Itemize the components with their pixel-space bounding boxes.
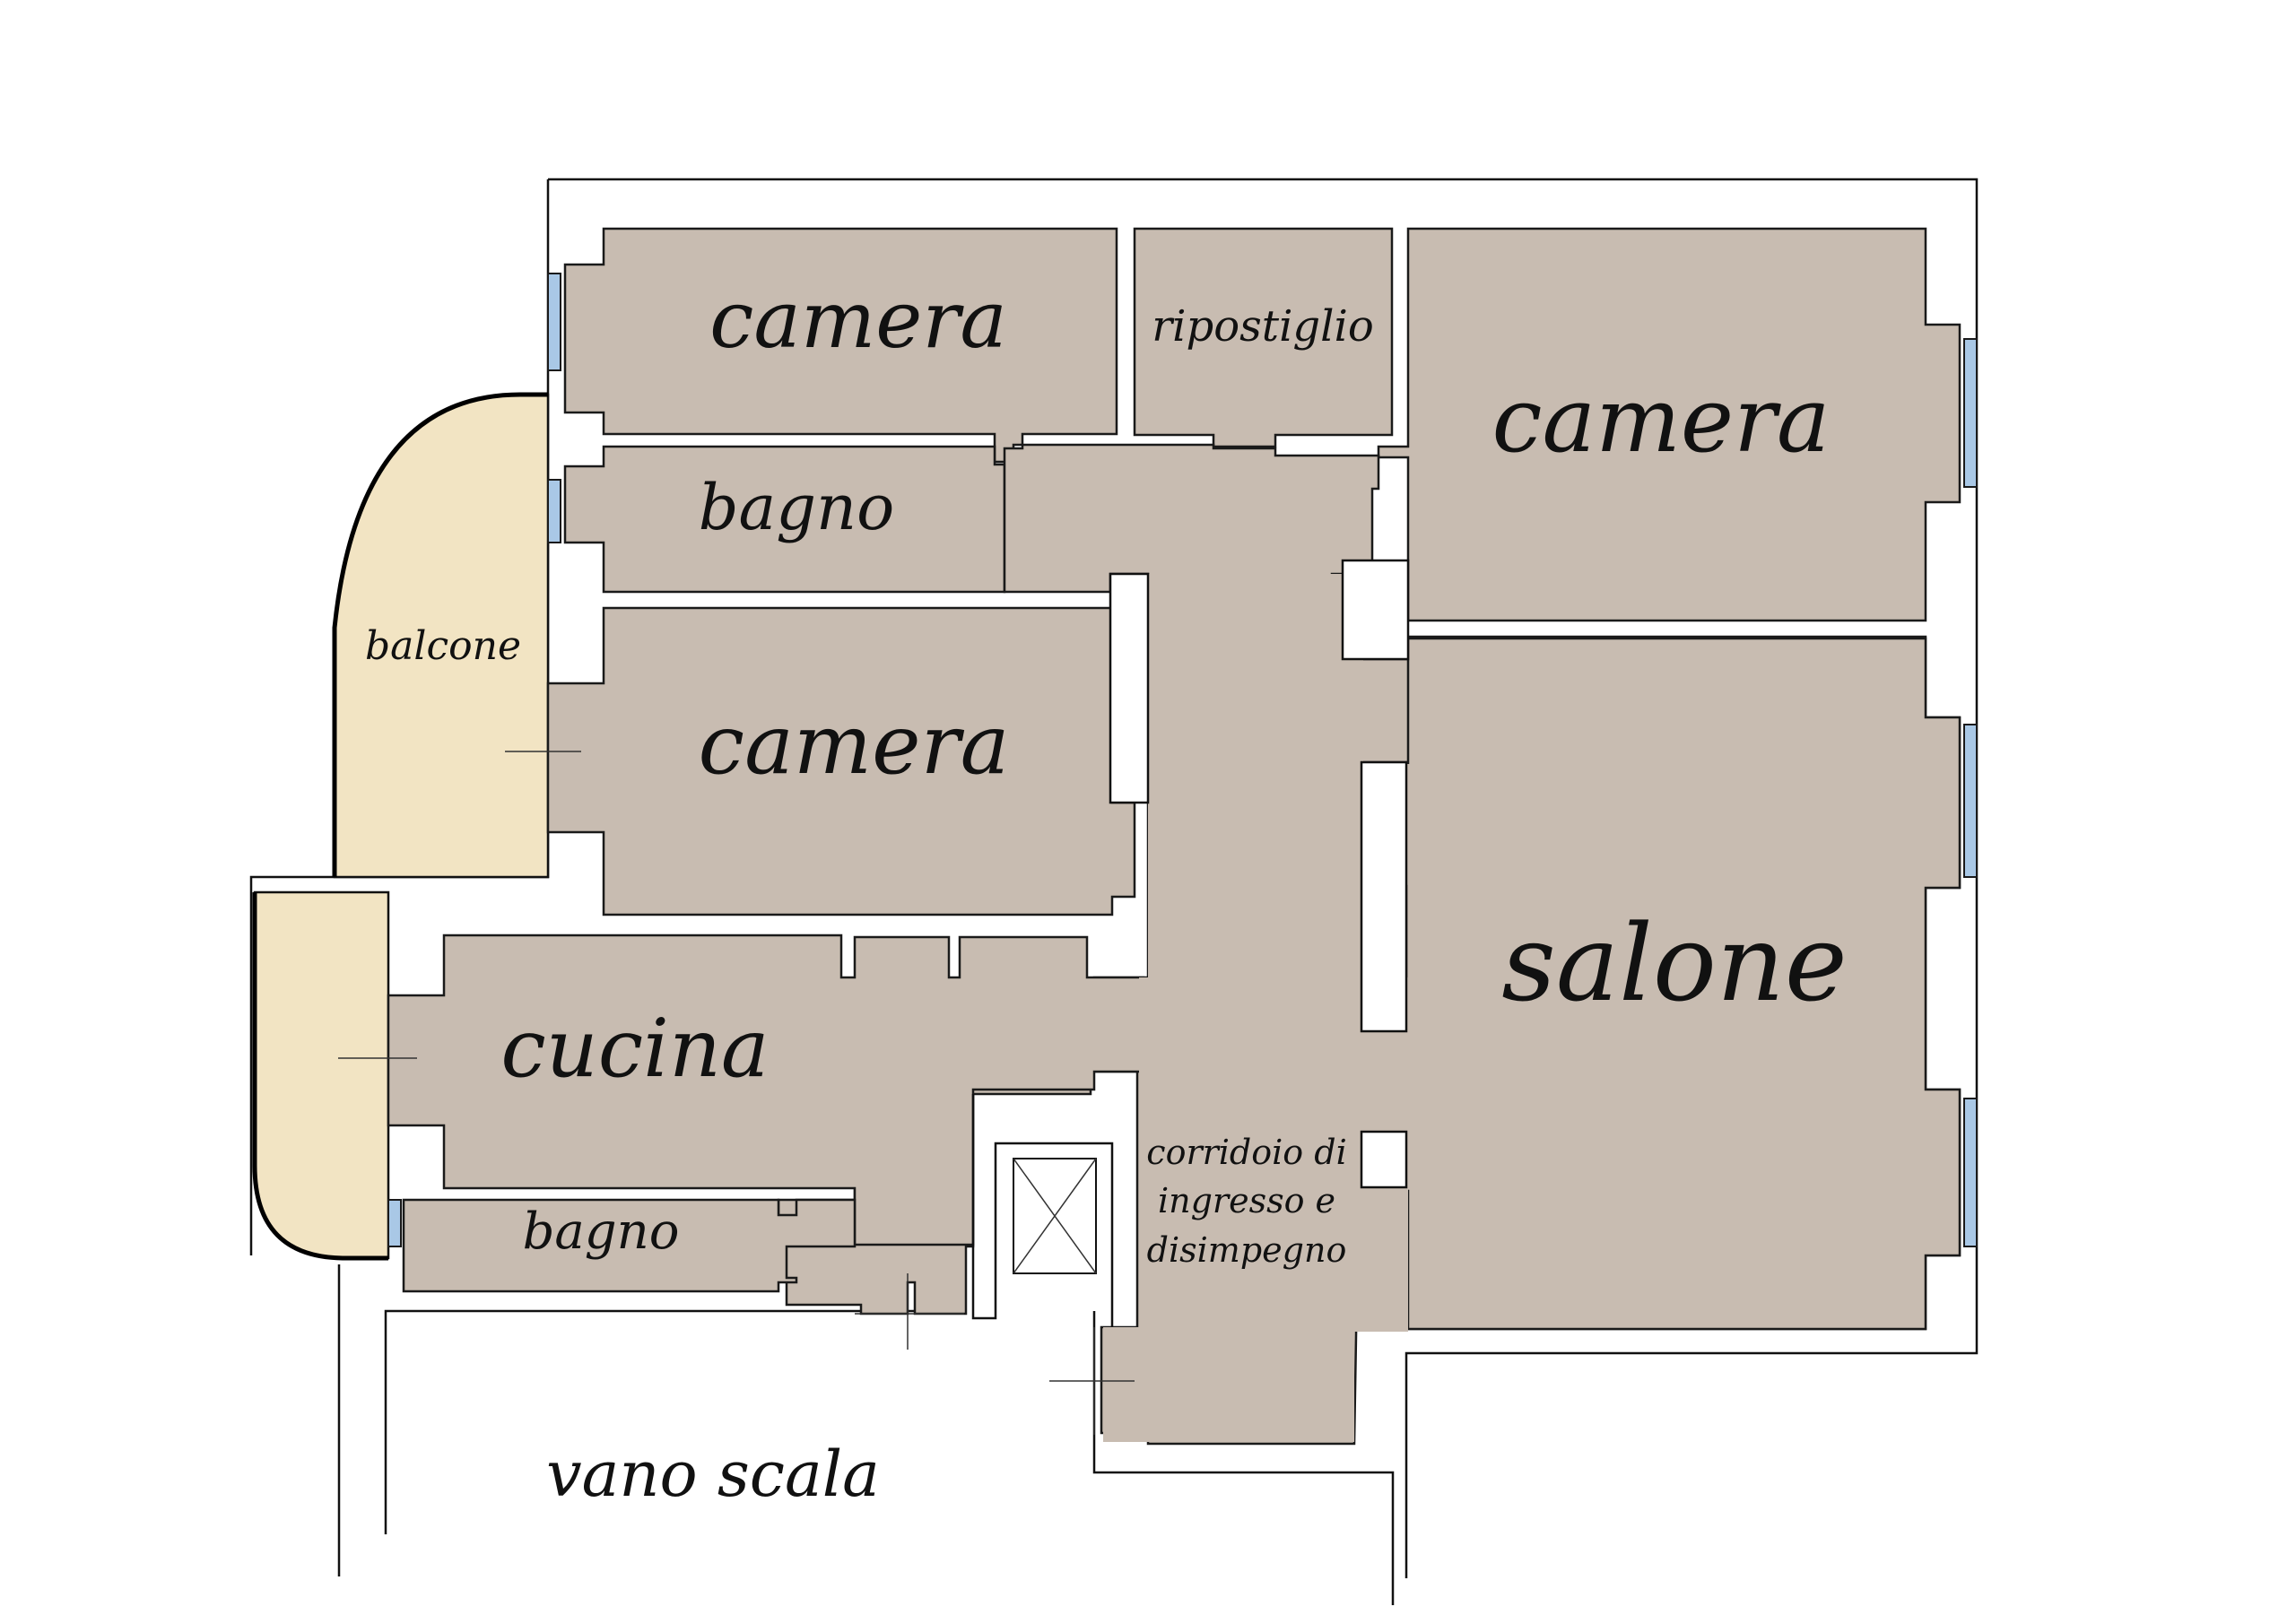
balcony-lower xyxy=(253,890,390,1260)
window-camera-top-left xyxy=(547,273,561,371)
label-balcone: balcone xyxy=(365,623,521,669)
label-vano-scala: vano scala xyxy=(546,1437,880,1511)
window-camera-top-right xyxy=(1963,338,1978,488)
lift-shaft-frame xyxy=(971,1094,1114,1327)
window-bagno-lower xyxy=(387,1199,402,1247)
window-salone-lower xyxy=(1963,1098,1978,1247)
balcony-lower-edge xyxy=(252,892,388,1261)
window-salone-upper xyxy=(1963,724,1978,878)
stair-wall-inner xyxy=(384,1309,960,1534)
partition-salone-upper xyxy=(1360,760,1408,1033)
room-bagno-lower xyxy=(402,1198,857,1293)
partition-camera-middle xyxy=(1109,572,1150,804)
entry-strip xyxy=(1103,1327,1354,1442)
balcony-upper-edge xyxy=(332,392,548,877)
room-camera-top-right xyxy=(1377,227,1961,622)
label-bagno-upper: bagno xyxy=(699,471,895,544)
lift-shaft-icon xyxy=(1013,1158,1097,1274)
window-bagno-upper xyxy=(547,479,561,543)
label-bagno-lower: bagno xyxy=(523,1203,680,1261)
label-camera-top-right: camera xyxy=(1492,368,1830,473)
label-salone: salone xyxy=(1501,901,1848,1025)
partition-camera-right-corner xyxy=(1341,559,1410,661)
label-corridoio-line1: corridoio di xyxy=(1146,1133,1346,1172)
outer-wall xyxy=(548,178,1979,1578)
label-corridoio-line3: disimpegno xyxy=(1147,1230,1347,1270)
label-camera-middle: camera xyxy=(699,697,1010,793)
label-corridoio-line2: ingresso e xyxy=(1158,1181,1335,1220)
label-ripostiglio: ripostiglio xyxy=(1152,301,1374,352)
label-camera-top-left: camera xyxy=(709,274,1007,366)
partition-salone-lower xyxy=(1360,1130,1408,1189)
label-cucina: cucina xyxy=(500,1002,769,1096)
corridor-strip xyxy=(1148,574,1363,986)
room-ripostiglio xyxy=(1133,227,1394,448)
